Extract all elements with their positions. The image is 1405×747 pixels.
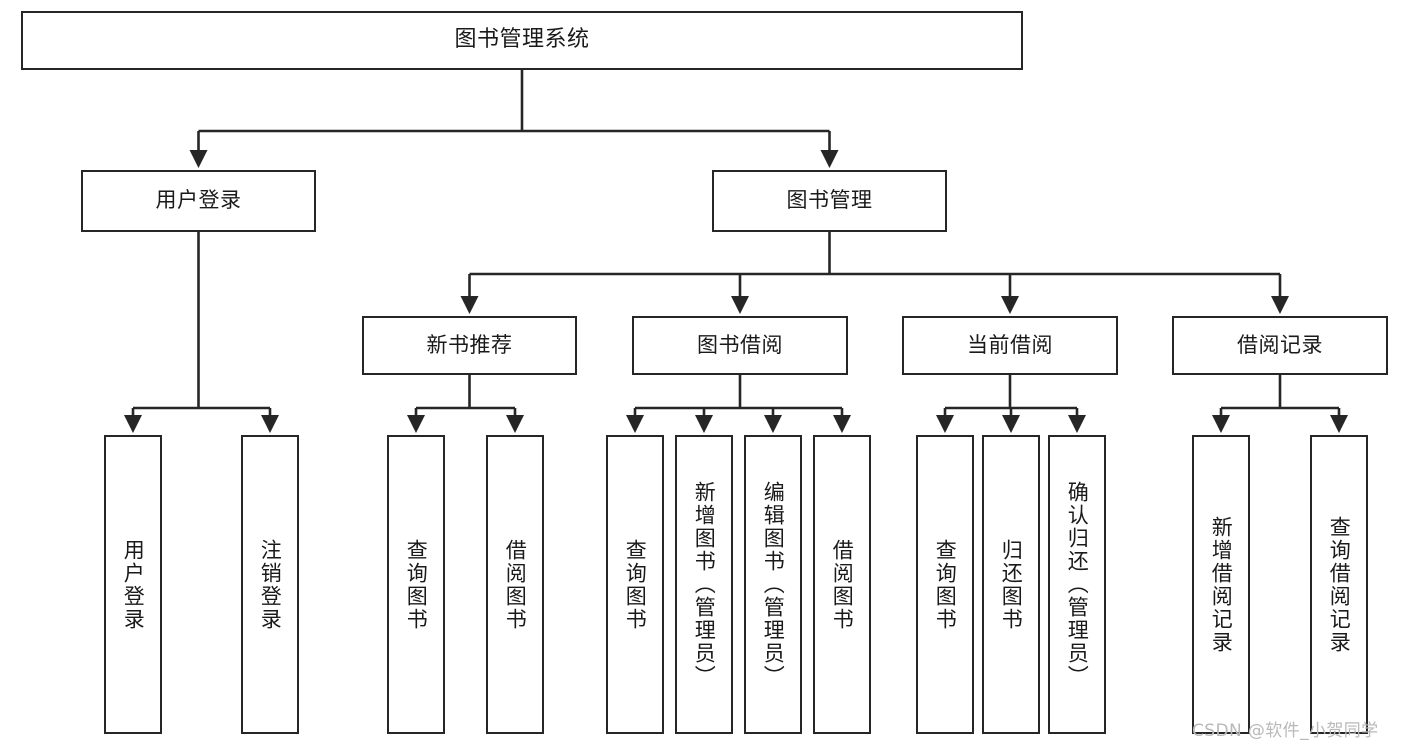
node-leaf-user-login[interactable]: 用户登录 bbox=[104, 435, 162, 734]
node-user-login[interactable]: 用户登录 bbox=[81, 170, 316, 232]
node-book-manage[interactable]: 图书管理 bbox=[712, 170, 947, 232]
node-label: 确认归还（管理员） bbox=[1065, 481, 1090, 688]
node-leaf-logout[interactable]: 注销登录 bbox=[241, 435, 299, 734]
node-label: 图书管理系统 bbox=[454, 27, 590, 53]
node-label: 借阅图书 bbox=[503, 538, 528, 631]
node-leaf-return-book[interactable]: 归还图书 bbox=[982, 435, 1040, 734]
node-label: 用户登录 bbox=[155, 188, 242, 213]
node-label: 新增图书（管理员） bbox=[692, 481, 717, 688]
node-leaf-add-record[interactable]: 新增借阅记录 bbox=[1192, 435, 1250, 734]
node-label: 查询图书 bbox=[933, 538, 958, 631]
node-leaf-confirm-return[interactable]: 确认归还（管理员） bbox=[1048, 435, 1106, 734]
node-label: 当前借阅 bbox=[967, 332, 1053, 357]
node-label: 新书推荐 bbox=[426, 332, 513, 357]
node-leaf-add-book[interactable]: 新增图书（管理员） bbox=[675, 435, 733, 734]
node-leaf-borrow-book-2[interactable]: 借阅图书 bbox=[813, 435, 871, 734]
node-leaf-borrow-book-1[interactable]: 借阅图书 bbox=[486, 435, 544, 734]
node-leaf-query-book-3[interactable]: 查询图书 bbox=[916, 435, 974, 734]
node-leaf-query-record[interactable]: 查询借阅记录 bbox=[1310, 435, 1368, 734]
node-book-borrow[interactable]: 图书借阅 bbox=[632, 316, 848, 375]
node-label: 借阅记录 bbox=[1237, 332, 1323, 357]
csdn-watermark: CSDN @软件_小贺同学 bbox=[1192, 721, 1379, 741]
node-leaf-edit-book[interactable]: 编辑图书（管理员） bbox=[744, 435, 802, 734]
node-borrow-record[interactable]: 借阅记录 bbox=[1172, 316, 1388, 375]
node-label: 查询借阅记录 bbox=[1327, 515, 1352, 654]
node-current-borrow[interactable]: 当前借阅 bbox=[902, 316, 1118, 375]
node-label: 归还图书 bbox=[999, 538, 1024, 631]
node-label: 借阅图书 bbox=[830, 538, 855, 631]
node-label: 编辑图书（管理员） bbox=[761, 481, 786, 688]
node-label: 注销登录 bbox=[258, 538, 283, 631]
node-leaf-query-book-1[interactable]: 查询图书 bbox=[387, 435, 445, 734]
node-label: 图书借阅 bbox=[697, 332, 783, 357]
node-leaf-query-book-2[interactable]: 查询图书 bbox=[606, 435, 664, 734]
node-label: 用户登录 bbox=[121, 538, 146, 631]
node-label: 图书管理 bbox=[786, 188, 873, 213]
node-label: 新增借阅记录 bbox=[1209, 515, 1234, 654]
node-label: 查询图书 bbox=[623, 538, 648, 631]
node-root[interactable]: 图书管理系统 bbox=[21, 11, 1023, 70]
node-label: 查询图书 bbox=[404, 538, 429, 631]
node-new-book-recommend[interactable]: 新书推荐 bbox=[362, 316, 577, 375]
